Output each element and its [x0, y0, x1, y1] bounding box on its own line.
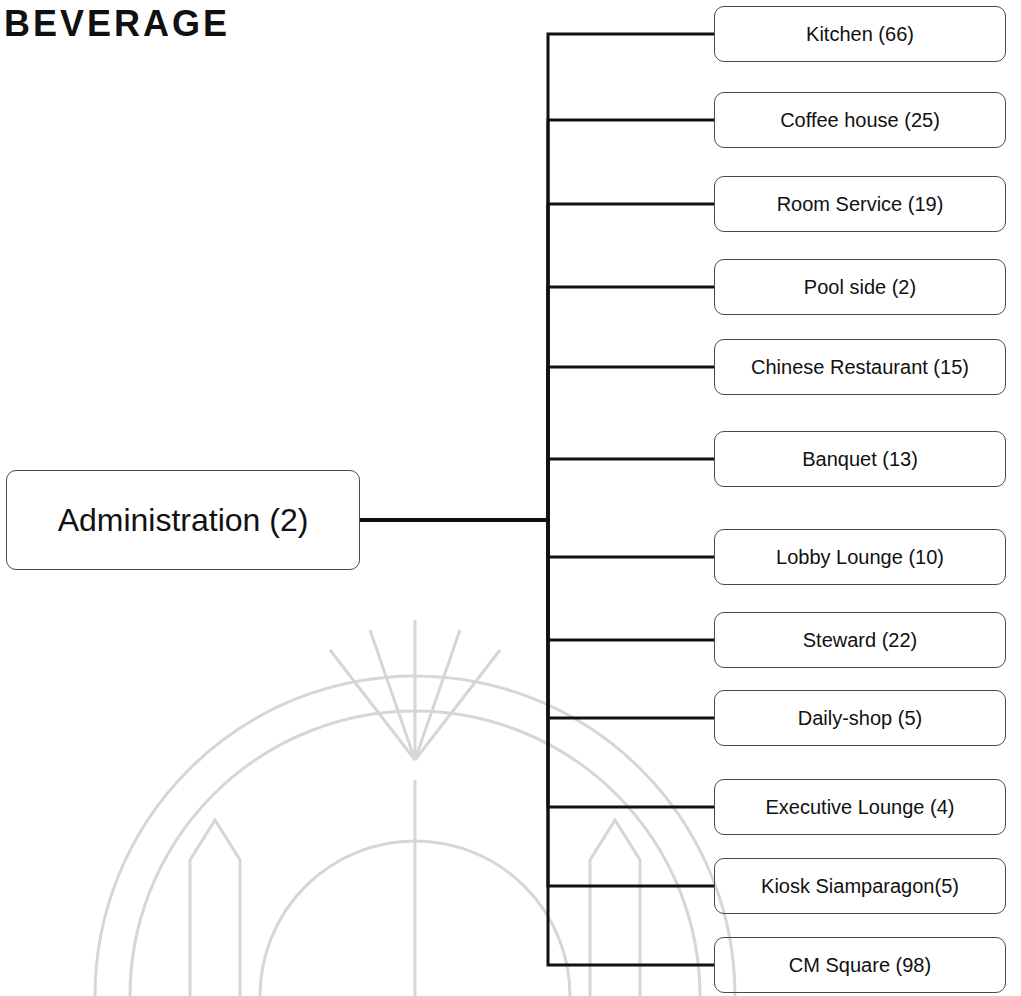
box-label: Coffee house (25) [780, 109, 940, 132]
box-label: Steward (22) [803, 629, 918, 652]
department-box: Kitchen (66) [714, 6, 1006, 62]
box-label: Banquet (13) [802, 448, 918, 471]
org-connector [360, 459, 714, 520]
org-connector [360, 367, 714, 520]
box-label: Daily-shop (5) [798, 707, 922, 730]
box-label: Administration (2) [58, 502, 309, 539]
box-label: Executive Lounge (4) [765, 796, 954, 819]
org-connector [360, 520, 714, 557]
org-connector [360, 520, 714, 807]
box-label: Lobby Lounge (10) [776, 546, 944, 569]
root-box: Administration (2) [6, 470, 360, 570]
org-connector [360, 34, 714, 520]
org-connector [360, 520, 714, 640]
box-label: Pool side (2) [804, 276, 916, 299]
department-box: CM Square (98) [714, 937, 1006, 993]
org-connector [360, 204, 714, 520]
org-connector [360, 520, 714, 886]
diagram-title: BEVERAGE [4, 6, 230, 42]
department-box: Steward (22) [714, 612, 1006, 668]
box-label: Kitchen (66) [806, 23, 914, 46]
box-label: Room Service (19) [777, 193, 944, 216]
department-box: Executive Lounge (4) [714, 779, 1006, 835]
department-box: Coffee house (25) [714, 92, 1006, 148]
department-box: Lobby Lounge (10) [714, 529, 1006, 585]
box-label: CM Square (98) [789, 954, 931, 977]
department-box: Daily-shop (5) [714, 690, 1006, 746]
org-connector [360, 120, 714, 520]
box-label: Kiosk Siamparagon(5) [761, 875, 959, 898]
department-box: Kiosk Siamparagon(5) [714, 858, 1006, 914]
department-box: Pool side (2) [714, 259, 1006, 315]
department-box: Room Service (19) [714, 176, 1006, 232]
org-connector [360, 520, 714, 965]
org-connector [360, 520, 714, 718]
org-connector [360, 287, 714, 520]
department-box: Banquet (13) [714, 431, 1006, 487]
department-box: Chinese Restaurant (15) [714, 339, 1006, 395]
box-label: Chinese Restaurant (15) [751, 356, 969, 379]
